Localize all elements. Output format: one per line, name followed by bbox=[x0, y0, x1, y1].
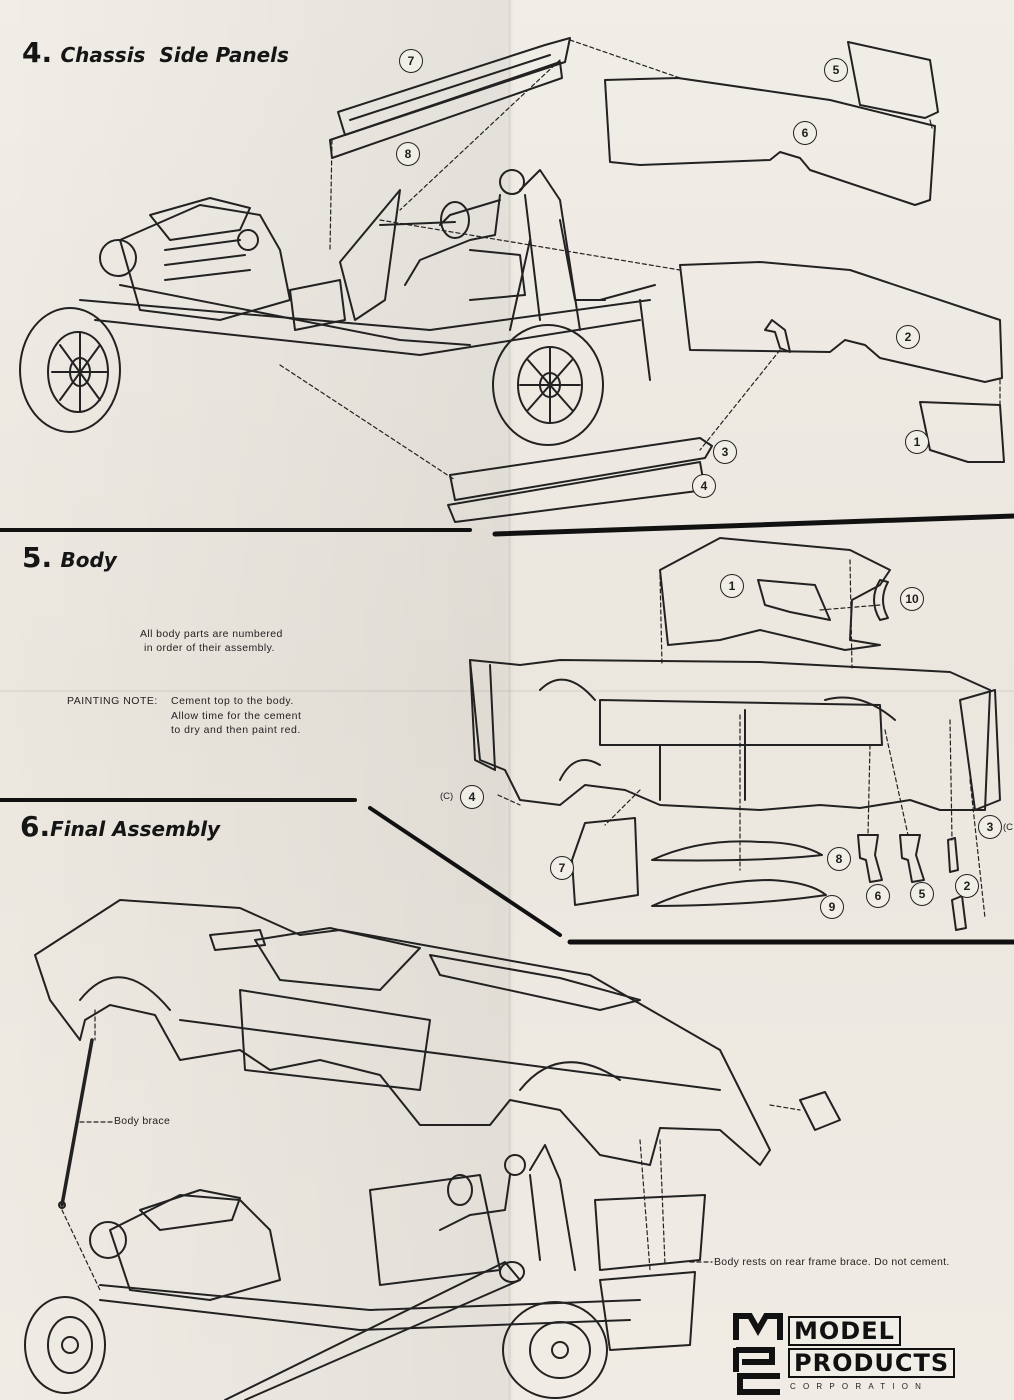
step5-callout-part-10: 10 bbox=[900, 587, 924, 611]
painting-note-line-1: Cement top to the body. bbox=[171, 695, 294, 707]
step5-callout-part-2: 2 bbox=[955, 874, 979, 898]
step5-callout-part-4: 4 bbox=[460, 785, 484, 809]
step-6-number: 6. bbox=[20, 810, 51, 843]
step-6-heading: 6.Final Assembly bbox=[20, 810, 220, 843]
step-4-heading: 4. Chassis Side Panels bbox=[22, 36, 289, 69]
assembly-order-line-2: in order of their assembly. bbox=[144, 642, 275, 654]
step4-panel-3-4 bbox=[447, 437, 713, 523]
step-6-title: Final Assembly bbox=[50, 817, 221, 841]
logo-corporation: CORPORATION bbox=[790, 1382, 929, 1391]
body-brace-label: Body brace bbox=[114, 1115, 171, 1127]
step4-panel-1 bbox=[919, 401, 1005, 463]
step4-panel-7-8 bbox=[329, 37, 571, 159]
step-5-number: 5. bbox=[22, 541, 53, 574]
step4-panel-6 bbox=[604, 77, 936, 206]
step-5-heading: 5. Body bbox=[22, 541, 117, 574]
painting-note-line-2: Allow time for the cement bbox=[171, 709, 302, 722]
step6-leader-lines bbox=[61, 1009, 801, 1291]
step4-callout-part-5: 5 bbox=[824, 58, 848, 82]
step4-callout-part-6: 6 bbox=[793, 121, 817, 145]
fold-crease-horizontal bbox=[0, 690, 1014, 692]
painting-note-line-3: to dry and then paint red. bbox=[171, 724, 301, 736]
step5-callout-part-7: 7 bbox=[550, 856, 574, 880]
painting-note-label: PAINTING NOTE: bbox=[67, 695, 158, 707]
step5-callout-part-6: 6 bbox=[866, 884, 890, 908]
step5-callout-part-9: 9 bbox=[820, 895, 844, 919]
step5-callout-part-8: 8 bbox=[827, 847, 851, 871]
assembly-order-note: All body parts are numbered in order of … bbox=[140, 627, 283, 655]
step-4-title: Chassis Side Panels bbox=[60, 43, 289, 67]
step4-panel-5 bbox=[847, 41, 939, 119]
step4-brace-hook bbox=[764, 319, 791, 353]
assembly-order-line-1: All body parts are numbered bbox=[140, 628, 283, 640]
step-5-title: Body bbox=[60, 548, 117, 572]
mpc-monogram bbox=[733, 1313, 783, 1395]
step6-body-drawing bbox=[24, 899, 841, 1400]
fold-crease-vertical bbox=[508, 0, 511, 1400]
rear-frame-brace-label: Body rests on rear frame brace. Do not c… bbox=[714, 1256, 950, 1268]
step5-cement-tag-right: (C bbox=[1003, 822, 1014, 833]
logo-word-products: PRODUCTS bbox=[788, 1348, 956, 1378]
step5-callout-part-1: 1 bbox=[720, 574, 744, 598]
step4-callout-part-8: 8 bbox=[396, 142, 420, 166]
step4-callout-part-3: 3 bbox=[713, 440, 737, 464]
step4-panel-2 bbox=[679, 261, 1003, 383]
step5-body-drawing bbox=[469, 537, 1001, 931]
step5-callout-part-3: 3 bbox=[978, 815, 1002, 839]
step4-chassis-drawing bbox=[19, 169, 656, 446]
step5-leader-lines bbox=[497, 559, 986, 919]
step4-callout-part-7: 7 bbox=[399, 49, 423, 73]
step5-callout-part-5: 5 bbox=[910, 882, 934, 906]
step4-callout-part-1: 1 bbox=[905, 430, 929, 454]
section-divider-5-6 bbox=[0, 798, 1014, 945]
step5-cement-tag-left: (C) bbox=[440, 791, 454, 802]
logo-word-model: MODEL bbox=[788, 1316, 901, 1346]
step4-callout-part-4: 4 bbox=[692, 474, 716, 498]
mpc-logo: MODEL PRODUCTS CORPORATION bbox=[732, 1312, 964, 1396]
step4-callout-part-2: 2 bbox=[896, 325, 920, 349]
step-4-number: 4. bbox=[22, 36, 53, 69]
step4-leader-lines bbox=[279, 39, 1001, 481]
painting-note: PAINTING NOTE: Cement top to the body. Al… bbox=[67, 694, 301, 738]
section-divider-4-5 bbox=[0, 513, 1014, 537]
